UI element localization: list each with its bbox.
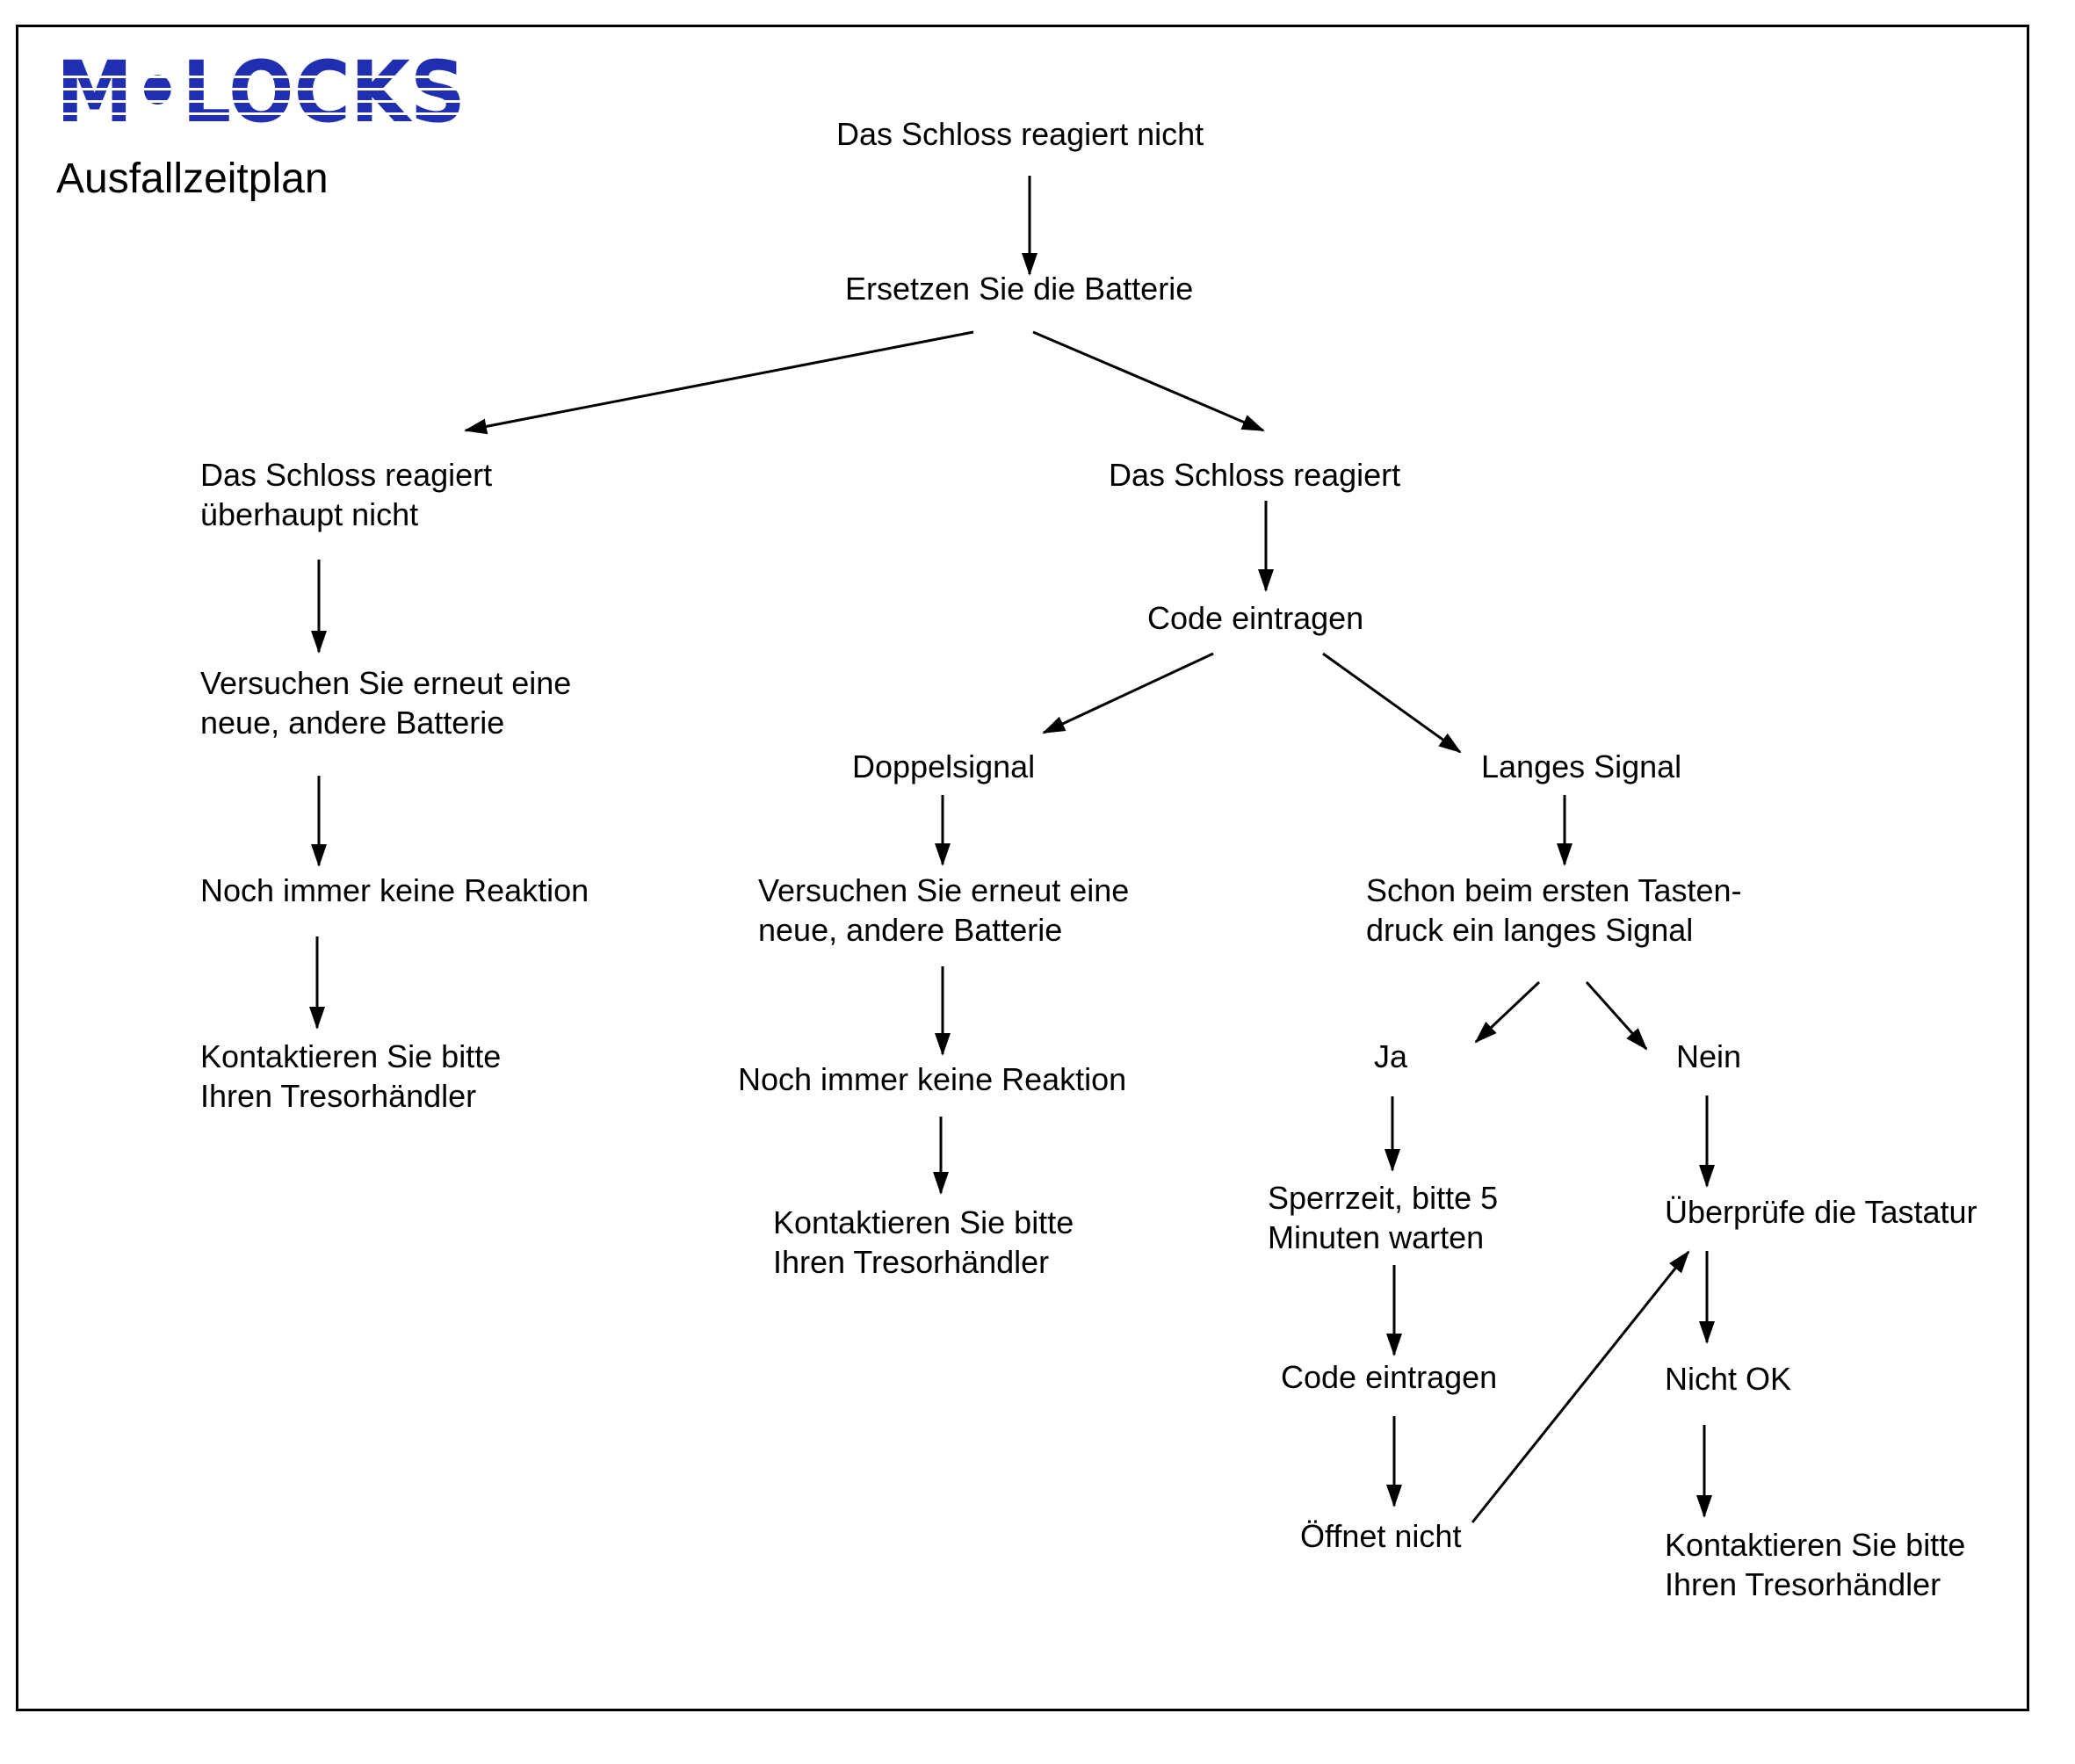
diagram-title: Ausfallzeitplan [56,155,329,202]
node-long-signal-first-press: Schon beim ersten Tasten-druck ein lange… [1366,871,1742,950]
node-line: Noch immer keine Reaktion [200,872,589,908]
svg-text:M•LOCKS: M•LOCKS [56,58,466,130]
diagram-frame [16,25,2029,1711]
node-line: Ja [1374,1038,1408,1074]
arrow-first-to-no [1585,980,1648,1051]
node-line: Kontaktieren Sie bitte [1665,1527,1966,1563]
node-line: Versuchen Sie erneut eine [200,665,572,701]
node-no-reaction: Das Schloss reagiert nicht [836,114,1204,154]
arrow-r_code-to-long [1322,652,1462,754]
node-line: Langes Signal [1481,748,1682,784]
node-enter-code-again: Code eintragen [1281,1357,1497,1397]
node-does-not-open: Öffnet nicht [1300,1516,1461,1556]
node-line: druck ein langes Signal [1366,912,1694,948]
node-line: Öffnet nicht [1300,1518,1462,1554]
node-line: Noch immer keine Reaktion [738,1061,1127,1097]
arrow-notopen-to-keypad [1471,1250,1690,1523]
node-line: Ihren Tresorhändler [200,1078,477,1114]
arrow-first-to-yes [1474,980,1541,1044]
node-line: Schon beim ersten Tasten- [1366,872,1742,908]
node-line: Das Schloss reagiert [200,457,493,493]
node-lock-reacts: Das Schloss reagiert [1109,455,1400,495]
node-line: Kontaktieren Sie bitte [200,1038,502,1074]
node-double-signal: Doppelsignal [852,747,1035,786]
node-replace-battery: Ersetzen Sie die Batterie [845,269,1193,308]
node-long-signal: Langes Signal [1481,747,1681,786]
node-line: Code eintragen [1281,1359,1498,1395]
node-line: Versuchen Sie erneut eine [758,872,1130,908]
node-line: Ersetzen Sie die Batterie [845,271,1194,307]
arrow-battery-to-l_none [464,330,974,435]
node-line: Kontaktieren Sie bitte [773,1204,1074,1240]
node-check-keypad: Überprüfe die Tastatur [1665,1192,1977,1232]
node-no: Nein [1676,1037,1741,1076]
mlocks-logo: M•LOCKS [56,58,466,130]
node-try-new-battery-left: Versuchen Sie erneut eine neue, andere Ba… [200,663,571,742]
node-still-no-reaction-middle: Noch immer keine Reaktion [738,1059,1126,1099]
arrow-r_code-to-m_double [1042,652,1214,734]
node-not-ok: Nicht OK [1665,1359,1791,1399]
node-still-no-reaction-left: Noch immer keine Reaktion [200,871,589,910]
node-line: Sperrzeit, bitte 5 [1268,1180,1499,1216]
node-line: Nein [1676,1038,1742,1074]
node-enter-code: Code eintragen [1147,598,1363,638]
node-line: neue, andere Batterie [200,705,505,741]
node-line: Code eintragen [1147,600,1364,636]
node-line: Ihren Tresorhändler [1665,1566,1941,1602]
arrow-battery-to-r_reacts [1032,330,1265,432]
node-try-new-battery-middle: Versuchen Sie erneut eine neue, andere Ba… [758,871,1129,950]
node-line: Ihren Tresorhändler [773,1244,1050,1280]
node-line: überhaupt nicht [200,496,419,532]
node-line: Das Schloss reagiert [1109,457,1401,493]
node-line: Das Schloss reagiert nicht [836,116,1204,152]
node-line: Nicht OK [1665,1361,1792,1397]
node-yes: Ja [1374,1037,1407,1076]
node-line: Überprüfe die Tastatur [1665,1194,1977,1230]
node-line: Minuten warten [1268,1219,1485,1255]
node-line: neue, andere Batterie [758,912,1063,948]
node-line: Doppelsignal [852,748,1036,784]
